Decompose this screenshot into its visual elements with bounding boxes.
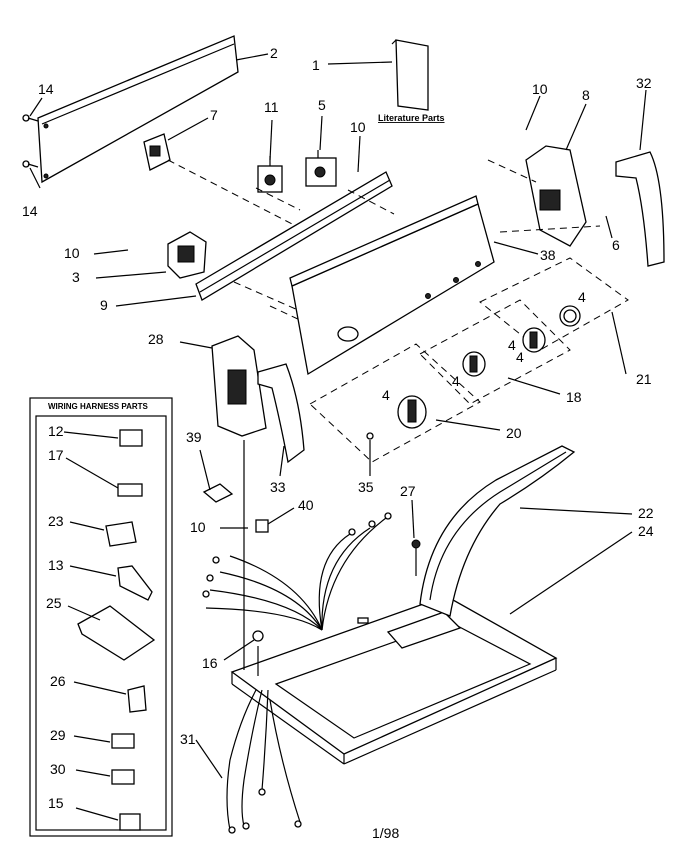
callout-10: 10 [350,119,366,135]
trim-right [615,151,665,267]
callout-29: 29 [50,727,66,743]
callout-4: 4 [578,289,586,305]
control-bracket [195,171,393,301]
selector-switch [257,150,337,193]
callout-28: 28 [148,331,164,347]
callout-18: 18 [566,389,582,405]
callout-10: 10 [532,81,548,97]
callout-4: 4 [516,349,524,365]
callout-10: 10 [190,519,206,535]
dryer-top [230,595,558,765]
callout-12: 12 [48,423,64,439]
wiring-box-title: WIRING HARNESS PARTS [48,402,149,411]
callout-31: 31 [180,731,196,747]
callout-3: 3 [72,269,80,285]
callout-15: 15 [48,795,64,811]
end-cap-right [525,145,587,247]
console-panel [289,195,495,376]
wiring-harness-parts-box [29,397,173,837]
callout-13: 13 [48,557,64,573]
screw-icon [252,432,421,642]
callout-7: 7 [210,107,218,123]
callout-23: 23 [48,513,64,529]
knob-icon [397,305,581,429]
literature-booklet [391,39,429,111]
screw-icon [22,114,39,168]
knob-group-outlines [309,257,629,463]
callout-17: 17 [48,447,64,463]
callout-2: 2 [270,45,278,61]
callout-22: 22 [638,505,654,521]
wiring-harness [202,512,392,631]
lower-harness [226,689,302,834]
timer-part [167,231,207,279]
callout-25: 25 [46,595,62,611]
callout-6: 6 [612,237,620,253]
literature-label: Literature Parts [378,113,445,123]
callout-1: 1 [312,57,320,73]
connector-icon [63,429,156,831]
callout-10: 10 [64,245,80,261]
callout-4: 4 [382,387,390,403]
callout-38: 38 [540,247,556,263]
callout-9: 9 [100,297,108,313]
rear-panel [37,35,239,184]
callout-24: 24 [638,523,654,539]
callout-26: 26 [50,673,66,689]
callout-4: 4 [508,337,516,353]
callout-21: 21 [636,371,652,387]
callout-27: 27 [400,483,416,499]
callout-35: 35 [358,479,374,495]
alignment-lines [167,159,601,321]
callout-32: 32 [636,75,652,91]
callout-8: 8 [582,87,590,103]
callout-14: 14 [22,203,38,219]
callout-4: 4 [452,373,460,389]
callout-33: 33 [270,479,286,495]
callout-40: 40 [298,497,314,513]
callout-11: 11 [264,99,279,115]
callout-14: 14 [38,81,54,97]
leader-lines [29,53,647,779]
date-code: 1/98 [372,825,399,841]
end-cap-left [211,335,267,437]
switch-part [143,133,171,171]
callout-16: 16 [202,655,218,671]
clip-part [202,483,269,533]
callout-39: 39 [186,429,202,445]
lint-duct [419,445,576,617]
trim-left [257,363,305,464]
callout-20: 20 [506,425,522,441]
callout-30: 30 [50,761,66,777]
callout-5: 5 [318,97,326,113]
